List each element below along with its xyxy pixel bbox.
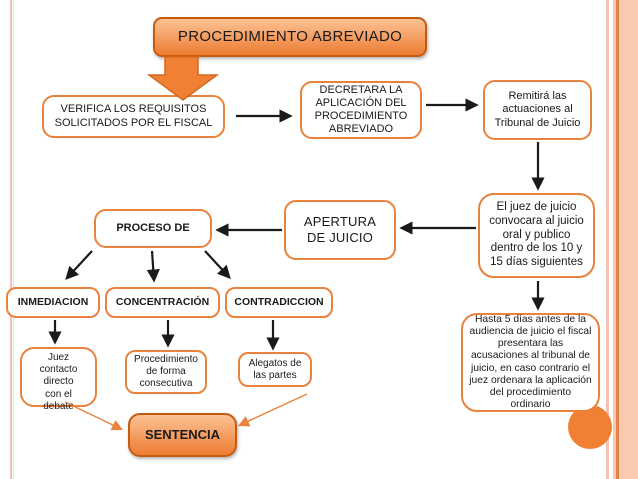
node-remitira-actuaciones: Remitirá las actuaciones al Tribunal de …	[483, 80, 592, 140]
right-border-dark-line	[616, 0, 619, 479]
right-border-pink-stripe	[606, 0, 609, 479]
arrow-proceso-to-concentracion	[146, 250, 160, 283]
arrow-proceso-to-inmediacion	[65, 250, 93, 280]
node-juez-contacto-debate: Juez contacto directo con el debate	[20, 347, 97, 412]
node-juez-convocara: El juez de juicio convocara al juicio or…	[478, 193, 595, 278]
node-title: PROCEDIMIENTO ABREVIADO	[153, 17, 427, 57]
node-verifica-requisitos: VERIFICA LOS REQUISITOS SOLICITADOS POR …	[42, 95, 225, 138]
node-inmediacion: INMEDIACION	[6, 287, 100, 318]
decorative-circle	[568, 405, 612, 449]
node-hasta-5-dias: Hasta 5 días antes de la audiencia de ju…	[461, 313, 600, 412]
arrow-alegatos-to-sentencia	[237, 393, 308, 427]
left-border-line-light	[13, 0, 14, 479]
node-alegatos-partes: Alegatos de las partes	[238, 352, 312, 387]
node-sentencia: SENTENCIA	[128, 413, 237, 457]
node-decretara-aplicacion: DECRETARA LA APLICACIÓN DEL PROCEDIMIENT…	[300, 81, 422, 139]
node-concentracion: CONCENTRACIÓN	[105, 287, 220, 318]
node-procedimiento-consecutivo: Procedimiento de forma consecutiva	[125, 350, 207, 394]
node-contradiccion: CONTRADICCION	[225, 287, 333, 318]
arrow-proceso-to-contradiccion	[204, 250, 231, 279]
node-proceso-de: PROCESO DE	[94, 209, 212, 248]
block-arrow-down-icon	[146, 56, 220, 101]
node-apertura-juicio: APERTURA DE JUICIO	[284, 200, 396, 260]
left-border-line	[10, 0, 12, 479]
